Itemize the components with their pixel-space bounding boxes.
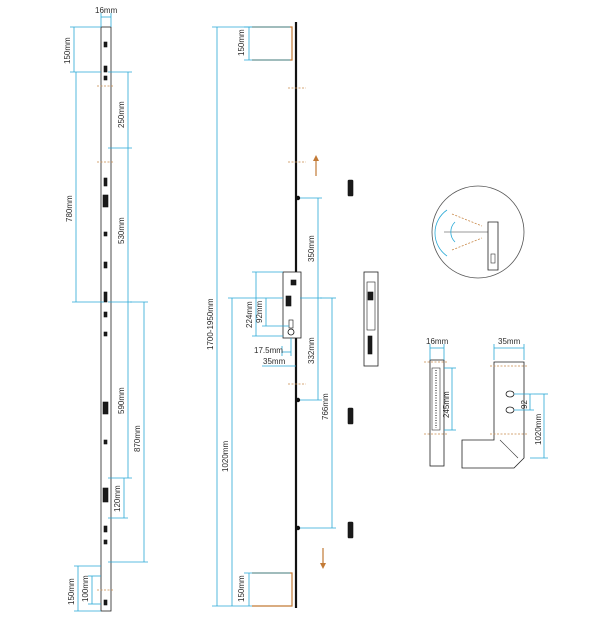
lower-766-label: 766mm <box>321 393 330 420</box>
lower-hook-332-label: 332mm <box>307 337 316 364</box>
door-total-label: 1700-1950mm <box>206 298 215 350</box>
gearbox-body <box>282 271 302 339</box>
left-dimensions: 16mm 150mm 780mm 250mm 530mm 590mm 870mm… <box>63 6 148 612</box>
frame-width-label: 35mm <box>498 337 521 346</box>
left-870-label: 870mm <box>133 425 142 452</box>
left-590-label: 590mm <box>117 387 126 414</box>
door-dimensions: 150mm 1700-1950mm 1020mm 150mm 224mm 92m… <box>206 26 336 607</box>
left-faceplate-drawing <box>97 26 114 612</box>
frame-height-label: 1020mm <box>534 414 543 445</box>
keep-detail-drawing: 16mm 245mm <box>424 337 456 467</box>
left-100-label: 100mm <box>81 575 90 602</box>
centre-keep <box>363 271 379 367</box>
keep-width-label: 16mm <box>426 337 449 346</box>
door-top-150-label: 150mm <box>237 29 246 56</box>
left-bottom-150-label: 150mm <box>67 578 76 605</box>
left-top-150-label: 150mm <box>63 37 72 64</box>
left-120-label: 120mm <box>113 485 122 512</box>
frame-detail-drawing: 35mm 92 1020mm <box>461 337 548 469</box>
keep-parts <box>347 179 379 539</box>
left-780-label: 780mm <box>65 195 74 222</box>
top-keeper-bracket <box>252 26 293 61</box>
door-bottom-150-label: 150mm <box>237 575 246 602</box>
frame-angle <box>461 361 525 469</box>
bottom-keeper-bracket <box>252 572 293 607</box>
door-handle-height-label: 1020mm <box>221 441 230 472</box>
faceplate-strip <box>100 26 112 612</box>
handle-angle-detail <box>431 185 525 279</box>
left-530-label: 530mm <box>117 217 126 244</box>
frame-centres-label: 92 <box>520 400 529 409</box>
gearbox-224-label: 224mm <box>245 301 254 328</box>
upper-hook-350-label: 350mm <box>307 235 316 262</box>
backset-17-5-label: 17.5mm <box>254 346 283 355</box>
left-width-label: 16mm <box>95 6 118 15</box>
left-250-label: 250mm <box>117 101 126 128</box>
backset-35-label: 35mm <box>263 357 286 366</box>
keep-detail-plate <box>429 359 445 467</box>
keep-height-label: 245mm <box>442 391 451 418</box>
gearbox-92-label: 92mm <box>255 300 264 323</box>
